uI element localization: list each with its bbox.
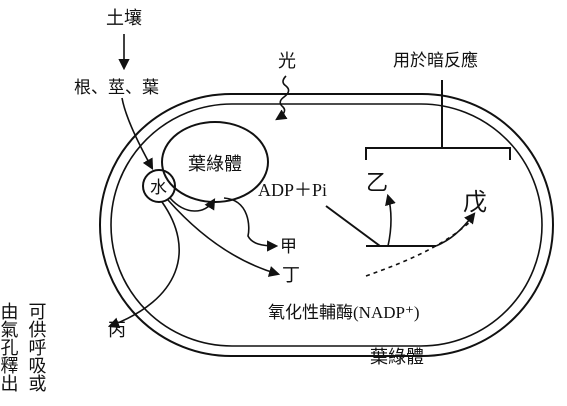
- label-exit-column-1: 由氣孔釋出: [0, 302, 19, 392]
- label-chloroplast-outer: 葉綠體: [370, 347, 424, 368]
- chloroplast-outer-membrane: [99, 93, 554, 357]
- label-yi: 乙: [366, 171, 388, 196]
- label-jia: 甲: [280, 237, 297, 257]
- label-exit-column-2: 可供呼吸或: [26, 302, 47, 392]
- label-nadp: 氧化性輔酶(NADP⁺): [268, 303, 420, 322]
- to-yi-arrow: [385, 193, 396, 247]
- light-arrow: [275, 75, 290, 121]
- nadp-to-wu-arrow: [365, 221, 471, 277]
- label-chloroplast-inner: 葉綠體: [188, 154, 242, 175]
- label-wu: 戊: [463, 188, 487, 216]
- label-used-dark-reaction: 用於暗反應: [393, 50, 478, 71]
- label-ding: 丁: [282, 265, 300, 286]
- ellipse-to-jia-arrow: [223, 197, 279, 252]
- label-water: 水: [150, 178, 167, 198]
- label-bing: 丙: [108, 320, 126, 341]
- root-to-water-arrow: [121, 97, 154, 170]
- adp-diagonal-line: [325, 205, 381, 247]
- water-to-bing-arrow: [107, 201, 180, 329]
- label-light: 光: [278, 51, 296, 72]
- label-adp-pi: ADP＋Pi: [258, 180, 327, 200]
- dark-reaction-brace: [365, 80, 511, 160]
- water-to-ding-arrow: [167, 199, 281, 277]
- reaction-to-wu-arrow: [435, 212, 476, 247]
- water-circle: [142, 169, 176, 203]
- label-soil: 土壤: [106, 8, 142, 29]
- water-to-ellipse-arrow: [169, 197, 216, 212]
- label-root-stem-leaf: 根、莖、葉: [74, 78, 159, 98]
- chloroplast-inner-membrane: [110, 103, 543, 347]
